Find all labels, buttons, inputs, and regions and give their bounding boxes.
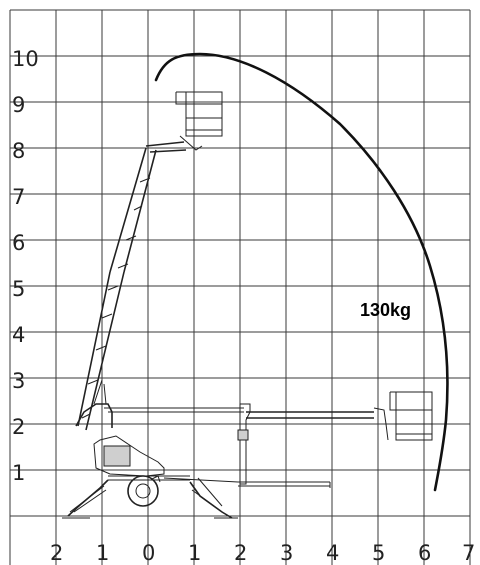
engine-block bbox=[103, 445, 131, 467]
y-tick-label: 8 bbox=[12, 139, 25, 163]
extended-basket-rails bbox=[389, 392, 432, 435]
extended-basket bbox=[390, 391, 433, 441]
capacity-label: 130kg bbox=[360, 300, 411, 320]
y-tick-label: 9 bbox=[12, 93, 25, 117]
wheel-arch bbox=[151, 475, 161, 483]
raised-basket bbox=[176, 91, 223, 137]
y-tick-label: 5 bbox=[12, 277, 25, 301]
lower-boom-braces bbox=[81, 285, 119, 419]
y-tick-label: 6 bbox=[12, 231, 25, 255]
right-outrigger bbox=[189, 481, 233, 519]
y-tick-label: 2 bbox=[12, 415, 25, 439]
mast-joint bbox=[237, 429, 249, 441]
y-tick-label: 3 bbox=[12, 369, 25, 393]
raised-basket-mount bbox=[179, 135, 203, 151]
y-axis-labels: 1 2 3 4 5 6 7 8 9 10 bbox=[12, 47, 39, 485]
upper-boom bbox=[109, 147, 157, 273]
wheel bbox=[127, 475, 159, 507]
x-tick-label: 2 bbox=[234, 541, 247, 565]
x-axis-labels: 2 1 0 1 2 3 4 5 6 7 bbox=[50, 541, 475, 565]
x-tick-label: 0 bbox=[142, 541, 155, 565]
x-tick-label: 5 bbox=[372, 541, 385, 565]
x-tick-label: 4 bbox=[326, 541, 339, 565]
x-tick-label: 3 bbox=[280, 541, 293, 565]
y-tick-label: 4 bbox=[12, 323, 25, 347]
turret-detail bbox=[93, 379, 107, 405]
lower-boom bbox=[77, 271, 125, 431]
wheel-hub bbox=[135, 483, 151, 499]
stowed-boom bbox=[104, 407, 244, 413]
chassis-frame bbox=[108, 475, 331, 488]
y-tick-label: 10 bbox=[12, 47, 39, 71]
y-tick-label: 7 bbox=[12, 185, 25, 209]
x-tick-label: 6 bbox=[418, 541, 431, 565]
right-outrigger-detail bbox=[191, 477, 238, 519]
jib bbox=[145, 141, 187, 153]
x-tick-label: 1 bbox=[188, 541, 201, 565]
upper-boom-braces bbox=[117, 177, 151, 269]
grid bbox=[9, 9, 471, 565]
x-tick-label: 2 bbox=[50, 541, 63, 565]
x-tick-label: 7 bbox=[462, 541, 475, 565]
horizontal-boom bbox=[246, 411, 374, 419]
turret bbox=[75, 403, 113, 428]
horizontal-jib bbox=[373, 407, 389, 441]
raised-basket-rails bbox=[175, 92, 222, 131]
y-tick-label: 1 bbox=[12, 461, 25, 485]
aerial-lift-drawing bbox=[62, 91, 433, 519]
chassis-body bbox=[93, 435, 165, 477]
working-envelope-curve bbox=[154, 52, 449, 492]
mast bbox=[239, 403, 251, 485]
left-outrigger-detail bbox=[62, 485, 107, 519]
x-tick-label: 1 bbox=[96, 541, 109, 565]
